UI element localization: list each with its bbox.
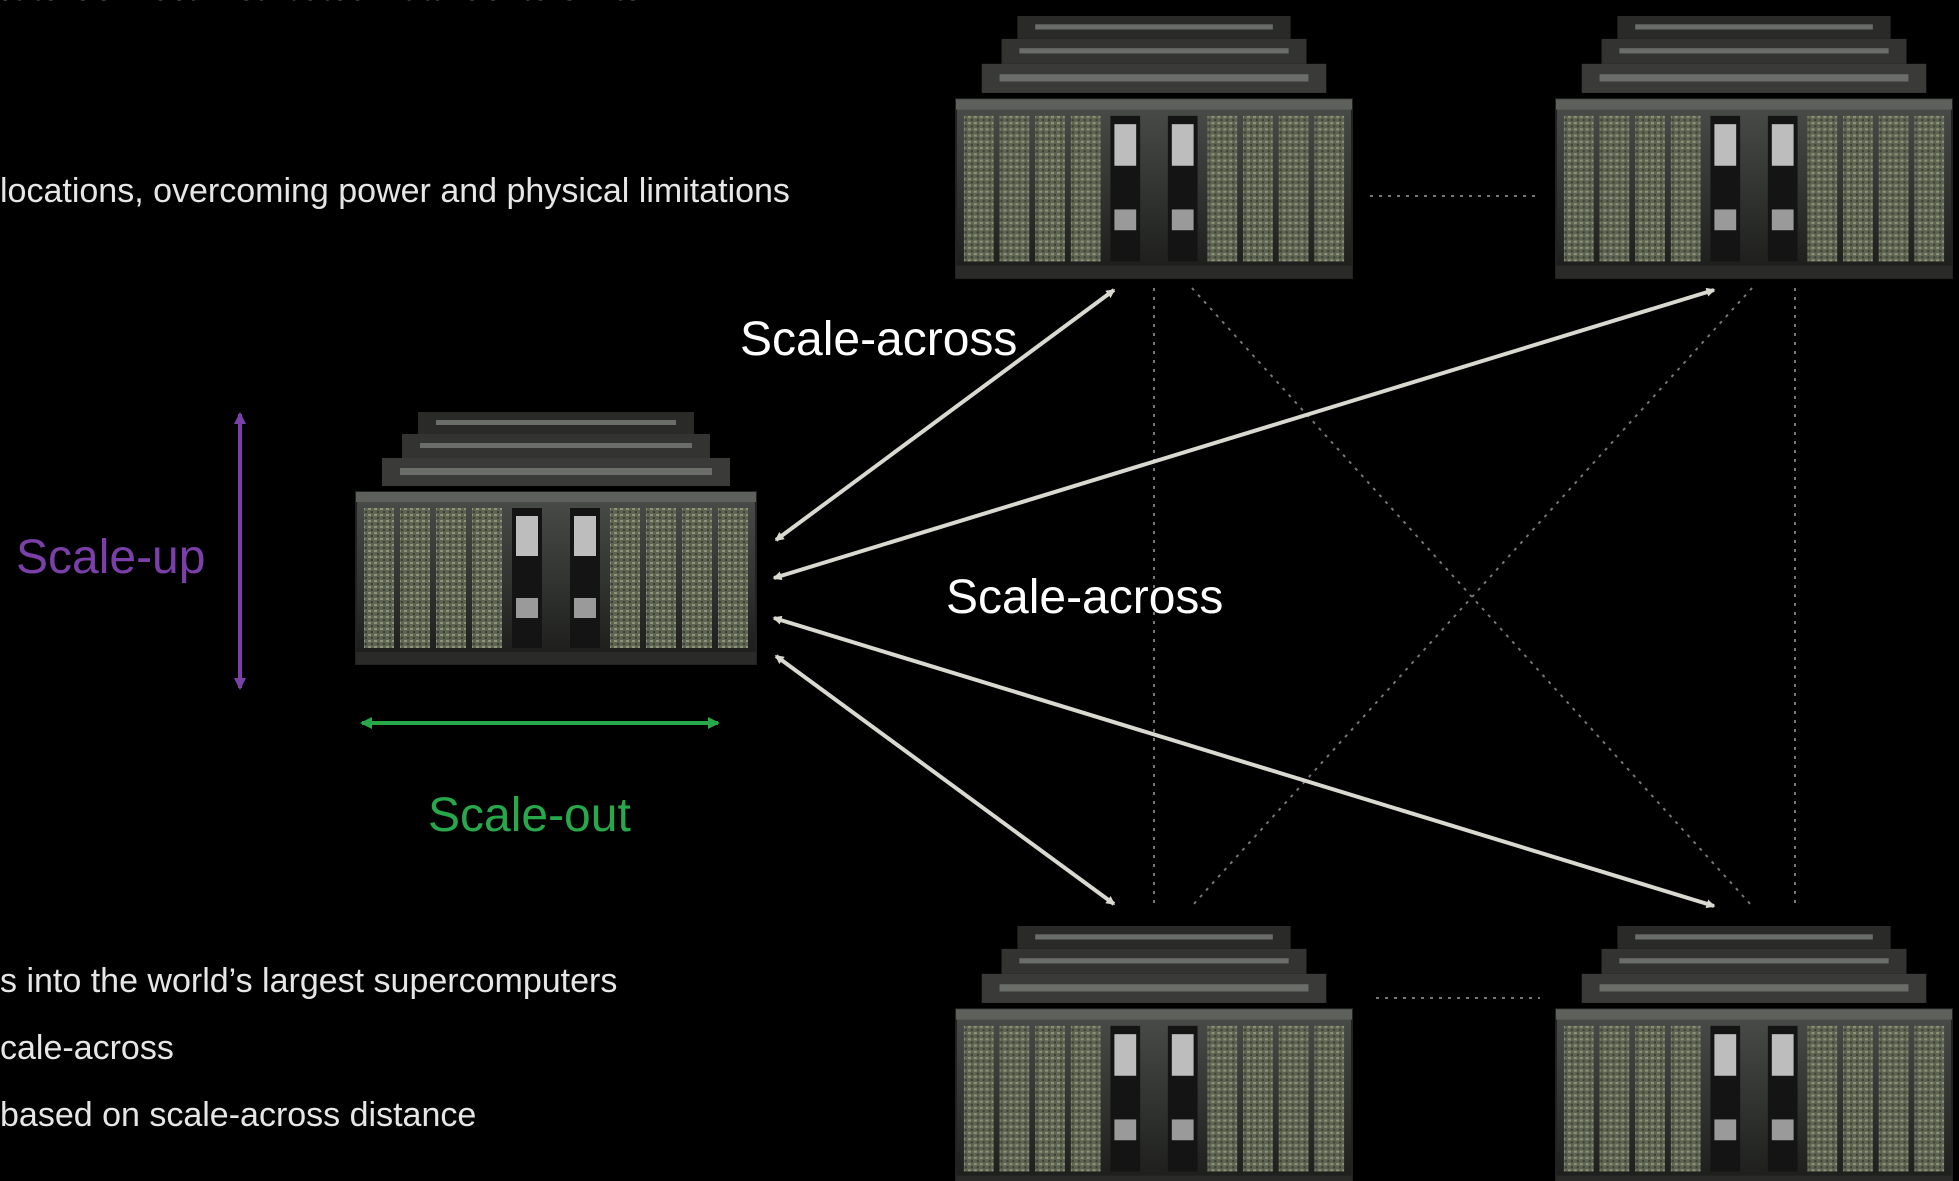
remote-cluster-top-right [1554,14,1954,280]
subtitle: locations, overcoming power and physical… [0,172,790,210]
bullet-line-1: s into the world’s largest supercomputer… [0,962,618,1000]
remote-cluster-top-left [954,14,1354,280]
arrow-to-bottom-left [774,654,1116,906]
scale-up-label: Scale-up [16,531,206,584]
arrow-to-bottom-right [772,615,1716,909]
scale-across-arrows [772,287,1716,909]
remote-cluster-bottom-left [954,924,1354,1181]
arrow-to-top-right [772,287,1716,581]
scale-across-label-top: Scale-across [740,313,1018,366]
remote-cluster-bottom-right [1554,924,1954,1181]
bullet-line-3: based on scale-across distance [0,1096,477,1134]
scale-out-label: Scale-out [428,789,631,842]
scale-across-label-middle: Scale-across [946,571,1224,624]
dotted-interconnect-lines [1153,195,1796,999]
bullet-line-2: cale-across [0,1029,174,1067]
central-cluster [355,411,757,665]
page-header: ct to Connect Distributed Data Centers i… [0,0,642,9]
